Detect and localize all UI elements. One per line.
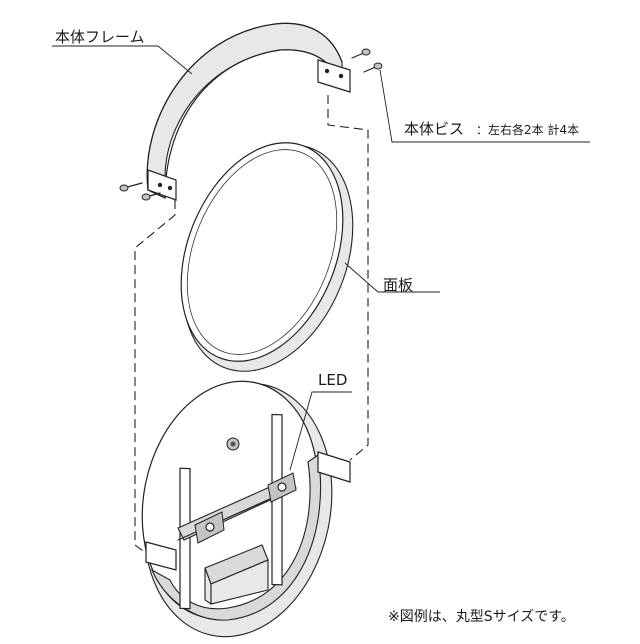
body-frame (146, 22, 351, 201)
led-label: LED (318, 371, 348, 389)
face-panel (180, 142, 354, 372)
leader-lines (52, 45, 590, 471)
main-body (141, 380, 351, 638)
frame-label: 本体フレーム (55, 28, 145, 46)
screw-icon (119, 48, 383, 201)
note-text: ※図例は、丸型Sサイズです。 (388, 609, 575, 625)
screws-label: 本体ビス (404, 120, 465, 138)
face-panel-label: 面板 (383, 276, 414, 294)
screws-detail-label: ：左右各2本 計4本 (476, 123, 580, 137)
